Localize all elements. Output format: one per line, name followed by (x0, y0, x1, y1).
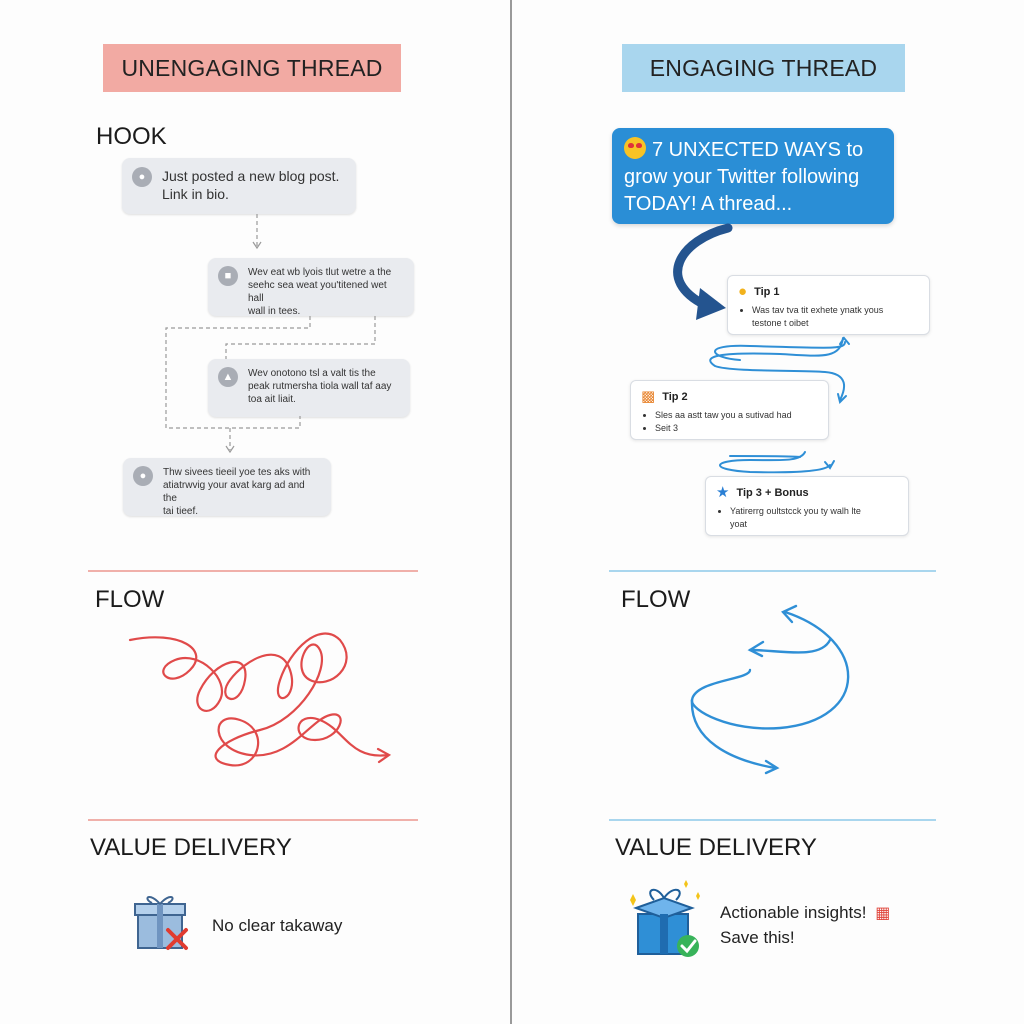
left-bubble-1: ● Just posted a new blog post. Link in b… (122, 158, 356, 214)
left-bubble-3: ▲ Wev onotono tsl a valt tis the peak ru… (208, 359, 410, 417)
gift-box-with-x-icon (134, 896, 188, 950)
tip-2-card: ▩ Tip 2 Sles aa astt taw you a sutivad ha… (630, 380, 829, 440)
right-divider-1 (609, 570, 936, 572)
bubble-4-line-1: Thw sivees tieeil yoe tes aks with (163, 467, 311, 478)
user-icon: ● (132, 167, 152, 187)
left-hook-title: HOOK (96, 123, 167, 150)
tangled-flow-line (128, 632, 392, 767)
hook-line-3: TODAY! A thread... (624, 193, 793, 215)
bubble-3-line-1: Wev onotono tsl a valt tis the (248, 368, 376, 379)
bubble-4-line-3: tai tieef. (163, 506, 199, 517)
tip-3-bullet-1: Yatirerrg oultstcck you ty walh lte (730, 505, 898, 518)
bubble-2-line-1: Wev eat wb lyois tlut wetre a the (248, 267, 392, 278)
gift-box-with-check-icon (630, 880, 700, 957)
tip-2-bullet-2: Seit 3 (655, 422, 818, 435)
bar-chart-icon: ▩ (641, 388, 656, 405)
no-clear-takeaway-text: No clear takaway (212, 916, 343, 935)
bubble-1-line-2: Link in bio. (162, 186, 229, 202)
center-divider (510, 0, 512, 1024)
tip-3-bullet-2: yoat (730, 519, 748, 529)
left-divider-2 (88, 819, 418, 821)
unengaging-thread-banner: UNENGAGING THREAD (103, 44, 401, 92)
value-text-block: Actionable insights! ▦ Save this! (720, 901, 890, 950)
tip-1-bullet-1: Was tav tva tit exhete ynatk yous (752, 304, 919, 317)
bubble-2-line-3: wall in tees. (248, 306, 301, 317)
tip-1-bullet-2: testone t oibet (752, 318, 809, 328)
bubble-3-line-3: toa ait liait. (248, 394, 296, 405)
star-icon: ★ (716, 484, 730, 501)
lock-icon: ▲ (218, 367, 238, 387)
left-dashed-connectors (165, 214, 376, 454)
right-flow-title: FLOW (621, 586, 691, 613)
lightbulb-icon: ● (738, 283, 748, 300)
engaging-hook-card: 7 UNXECTED WAYS to grow your Twitter fol… (612, 128, 894, 224)
tip-1-card: ● Tip 1 Was tav tva tit exhete ynatk yous… (727, 275, 930, 335)
engaging-thread-banner: ENGAGING THREAD (622, 44, 905, 92)
bubble-3-line-2: peak rutmersha tiola wall taf aay (248, 381, 392, 392)
left-bubble-4: ● Thw sivees tieeil yoe tes aks with ati… (123, 458, 331, 517)
right-divider-2 (609, 819, 936, 821)
heart-eyes-emoji-icon (624, 137, 646, 159)
actionable-insights-text: Actionable insights! (720, 903, 867, 922)
chat-icon: ● (133, 466, 153, 486)
left-flow-title: FLOW (95, 586, 165, 613)
left-bubble-2: ■ Wev eat wb lyois tlut wetre a the seeh… (208, 258, 414, 317)
tip-2-title: Tip 2 (662, 390, 688, 403)
bubble-2-line-2: seehc sea weat you'titened wet hall (248, 280, 387, 304)
bubble-4-line-2: atiatrwvig your avat karg ad and the (163, 480, 305, 504)
right-value-title: VALUE DELIVERY (615, 834, 817, 861)
smooth-flow-line (690, 604, 850, 775)
tip-1-title: Tip 1 (754, 285, 780, 298)
left-value-title: VALUE DELIVERY (90, 834, 292, 861)
small-gift-icon: ▦ (875, 905, 891, 922)
bubble-1-line-1: Just posted a new blog post. (162, 168, 340, 184)
save-this-text: Save this! (720, 928, 795, 947)
hook-line-1: 7 UNXECTED WAYS to (652, 139, 864, 161)
image-icon: ■ (218, 266, 238, 286)
left-divider-1 (88, 570, 418, 572)
tip-2-bullet-1: Sles aa astt taw you a sutivad had (655, 409, 818, 422)
tip-3-title: Tip 3 + Bonus (736, 486, 809, 499)
tip-3-card: ★ Tip 3 + Bonus Yatirerrg oultstcck you t… (705, 476, 909, 536)
right-thread-arrows (673, 223, 850, 474)
hook-line-2: grow your Twitter following (624, 166, 860, 188)
